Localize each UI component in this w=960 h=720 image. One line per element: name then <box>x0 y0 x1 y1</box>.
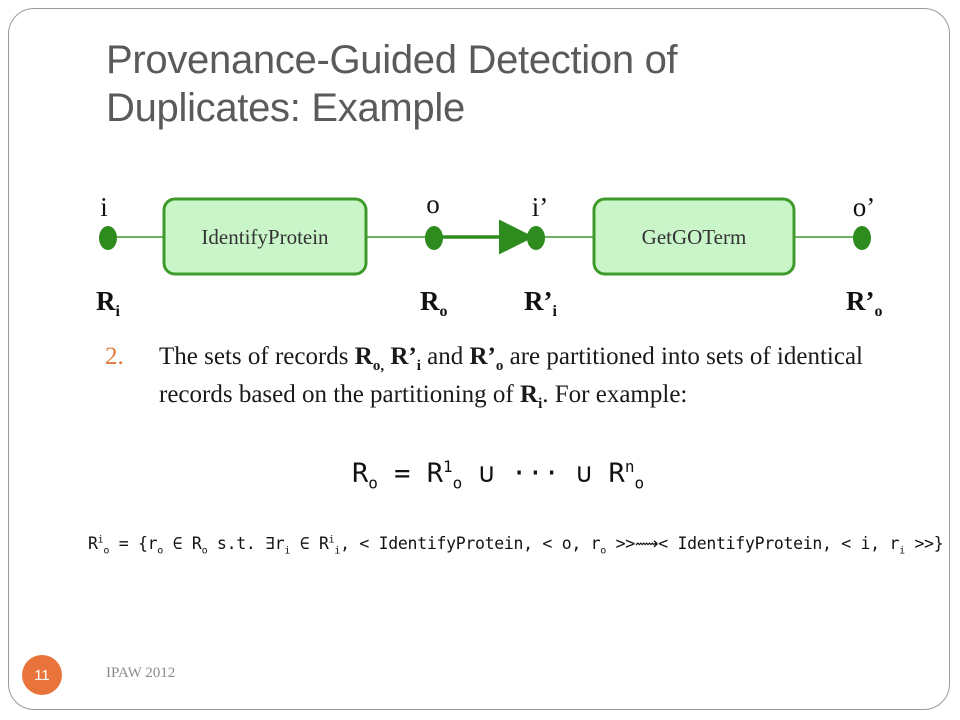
relation-ri-sub: i <box>116 303 121 320</box>
rel-b-sub: i <box>416 358 421 374</box>
slide-title: Provenance-Guided Detection of Duplicate… <box>106 36 906 132</box>
slide-frame <box>8 8 950 710</box>
formula-set-definition: Rio = {ro ∈ Ro s.t. ∃ri ∈ Rii, < Identif… <box>88 534 944 557</box>
text-segment-e: . For example: <box>542 381 688 408</box>
f1-t1: R <box>426 458 443 489</box>
f2-d-sub: i <box>334 545 341 557</box>
f1-t1-sub: o <box>452 473 463 493</box>
rel-a-main: R <box>354 343 373 370</box>
f2-a: = {r <box>109 534 158 553</box>
f1-lhs-sub: o <box>368 473 378 493</box>
rel-d-main: R <box>520 381 539 408</box>
port-o[interactable] <box>425 226 443 250</box>
f2-c: s.t. ∃r <box>207 534 285 553</box>
f2-e: , < IdentifyProtein, < o, r <box>340 534 601 553</box>
rel-a-sub: o, <box>372 358 385 374</box>
f1-t2: R <box>608 458 625 489</box>
relation-ri-prime-sub: i <box>553 303 558 320</box>
port-i-prime[interactable] <box>527 226 545 250</box>
f2-d-sup: i <box>328 534 335 546</box>
rel-b-main: R’ <box>390 343 417 370</box>
relation-ro-label: Ro <box>420 286 448 320</box>
rel-c-main: R’ <box>469 343 496 370</box>
list-item-text: The sets of records Ro, R’i and R’o are … <box>159 338 919 414</box>
page-number-badge: 11 <box>22 655 62 695</box>
f2-f: >>⟿< IdentifyProtein, < i, r <box>605 534 900 553</box>
process-getgoterm-label: GetGOTerm <box>642 225 747 249</box>
process-identifyprotein-box[interactable] <box>162 197 368 276</box>
title-line-2: Duplicates: Example <box>106 86 465 130</box>
relation-ro-prime-main: R’ <box>846 286 875 316</box>
relation-ri-main: R <box>96 286 116 316</box>
relation-ro-main: R <box>420 286 440 316</box>
relation-ri-prime-label: R’i <box>524 286 558 320</box>
text-segment-c: and <box>420 343 470 370</box>
workflow-diagram: IdentifyProtein GetGOTerm i o i’ o’ Ri R… <box>96 189 883 320</box>
text-segment-a: The sets of records <box>159 343 355 370</box>
rel-d: Ri <box>520 381 542 412</box>
f1-t1-sup: 1 <box>442 457 453 476</box>
port-o-prime[interactable] <box>853 226 871 250</box>
relation-ri-prime-main: R’ <box>524 286 553 316</box>
relation-ro-prime-label: R’o <box>846 286 883 320</box>
f1-mid: ∪ ··· ∪ <box>462 458 609 489</box>
port-i-prime-label: i’ <box>532 192 549 222</box>
f1-t2-sup: n <box>624 457 635 476</box>
process-getgoterm-box[interactable] <box>592 197 796 276</box>
formula-partition: Ro = R1o ∪ ··· ∪ Rno <box>352 457 645 493</box>
process-identifyprotein-label: IdentifyProtein <box>201 225 329 249</box>
relation-ro-prime-sub: o <box>875 303 883 320</box>
rel-c-sub: o <box>495 358 504 374</box>
f2-g: >>} <box>904 534 944 553</box>
f2-e-sub: o <box>600 545 606 557</box>
port-i[interactable] <box>99 226 117 250</box>
f2-lhs: R <box>88 534 98 553</box>
f2-a-sub: o <box>157 545 164 557</box>
rel-a: Ro, <box>354 343 384 374</box>
relation-ri-label: Ri <box>96 286 121 320</box>
text-segment-d: are partitioned into sets of identical r… <box>159 343 863 408</box>
list-item-number: 2. <box>105 343 124 370</box>
f1-eq: = <box>377 458 427 489</box>
port-o-prime-label: o’ <box>853 192 876 222</box>
f2-c-sub: i <box>284 545 291 557</box>
f2-lhs-sub: o <box>103 545 110 557</box>
relation-ro-sub: o <box>440 303 448 320</box>
f2-d: ∈ R <box>290 534 329 553</box>
port-o-label: o <box>426 189 440 219</box>
rel-d-sub: i <box>538 396 543 412</box>
f1-t2-sub: o <box>634 473 645 493</box>
title-line-1: Provenance-Guided Detection of <box>106 38 678 82</box>
f1-lhs: R <box>352 458 369 489</box>
f2-lhs-sup: i <box>97 534 104 546</box>
f2-b: ∈ R <box>163 534 202 553</box>
port-i-label: i <box>100 192 108 222</box>
rel-b: R’i <box>390 343 421 374</box>
footer-text: IPAW 2012 <box>106 665 176 681</box>
f2-f-sub: i <box>899 545 905 557</box>
f2-b-sub: o <box>201 545 208 557</box>
rel-c: R’o <box>469 343 504 374</box>
